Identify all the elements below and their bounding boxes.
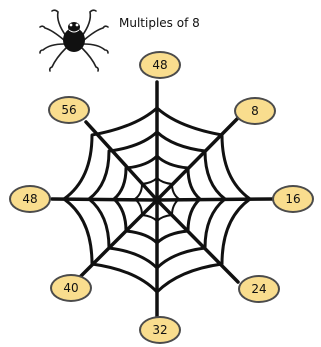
web-spoke-left xyxy=(50,197,159,202)
web-ring-mid xyxy=(87,130,227,270)
number-bubble-right: 16 xyxy=(272,185,314,213)
number-bubble-top-right: 8 xyxy=(234,97,276,125)
web-spoke-bottom-left xyxy=(75,198,159,282)
web-spoke-right xyxy=(155,197,275,202)
web-ring-outer xyxy=(62,106,252,294)
web-ring-inner xyxy=(112,154,202,245)
number-bubble-left: 48 xyxy=(9,185,51,213)
web-ring-core xyxy=(134,177,180,222)
number-bubble-bottom-left: 40 xyxy=(50,274,92,302)
web-spoke-bottom-right xyxy=(155,198,240,284)
number-bubble-bottom: 32 xyxy=(139,316,181,344)
web-spoke-top-right xyxy=(155,116,240,202)
spider-icon xyxy=(39,9,109,72)
number-bubble-top: 48 xyxy=(139,51,181,79)
diagram-title: Multiples of 8 xyxy=(119,16,200,30)
number-bubble-bottom-right: 24 xyxy=(238,275,280,303)
number-bubble-top-left: 56 xyxy=(48,96,90,124)
